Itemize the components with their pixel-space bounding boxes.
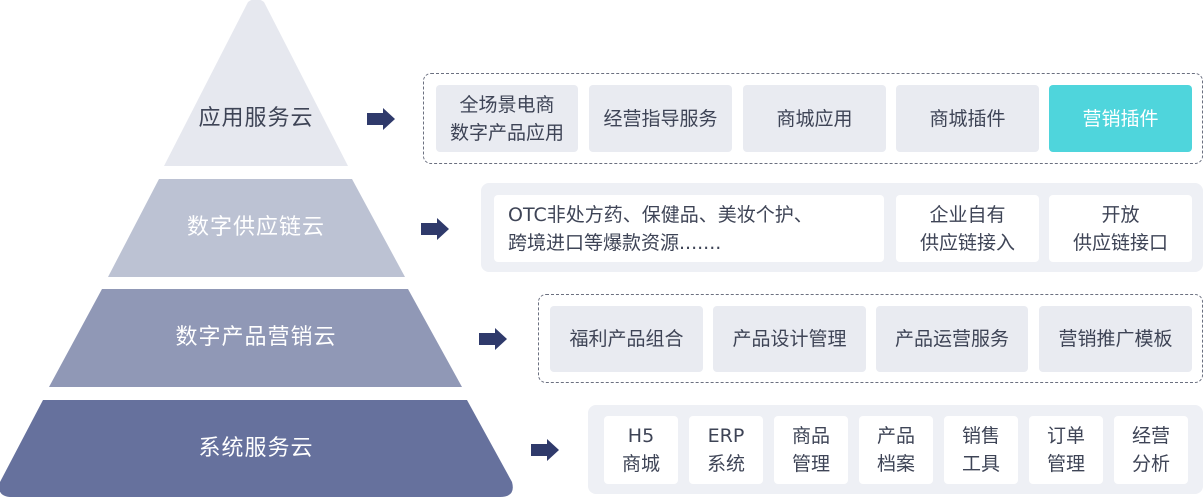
system-cloud-item: H5 商城 bbox=[604, 416, 678, 484]
marketing-cloud-item: 福利产品组合 bbox=[550, 306, 703, 372]
tier-label-marketing-cloud: 数字产品营销云 bbox=[175, 325, 337, 350]
app-cloud-item: 商城插件 bbox=[896, 85, 1039, 152]
marketing-cloud-item: 营销推广模板 bbox=[1039, 306, 1192, 372]
system-cloud-item: 销售 工具 bbox=[944, 416, 1018, 484]
pyramid-tier-3 bbox=[49, 289, 462, 387]
pyramid-tier-2 bbox=[108, 179, 405, 277]
supply-cloud-item: OTC非处方药、保健品、美妆个护、 跨境进口等爆款资源....... bbox=[494, 195, 884, 262]
app-cloud-item: 商城应用 bbox=[743, 85, 886, 152]
tier-label-app-cloud: 应用服务云 bbox=[198, 106, 314, 131]
pyramid-tier-1 bbox=[164, 0, 348, 166]
pyramid-diagram bbox=[0, 0, 513, 497]
arrow-right-icon bbox=[421, 218, 449, 240]
arrow-right-icon bbox=[367, 108, 395, 130]
tier-label-supply-cloud: 数字供应链云 bbox=[186, 215, 325, 240]
tier-label-system-cloud: 系统服务云 bbox=[198, 436, 314, 461]
system-cloud-item: ERP 系统 bbox=[689, 416, 763, 484]
marketing-cloud-item: 产品运营服务 bbox=[876, 306, 1028, 372]
arrow-right-icon bbox=[531, 439, 559, 461]
system-cloud-item: 商品 管理 bbox=[774, 416, 848, 484]
marketing-cloud-item: 产品设计管理 bbox=[713, 306, 866, 372]
pyramid-tier-4 bbox=[0, 400, 513, 497]
supply-cloud-item: 开放 供应链接口 bbox=[1049, 195, 1192, 262]
system-cloud-item: 产品 档案 bbox=[859, 416, 933, 484]
app-cloud-item: 经营指导服务 bbox=[589, 85, 732, 152]
system-cloud-item: 经营 分析 bbox=[1114, 416, 1188, 484]
system-cloud-item: 订单 管理 bbox=[1029, 416, 1103, 484]
app-cloud-item: 全场景电商 数字产品应用 bbox=[436, 85, 578, 152]
arrow-right-icon bbox=[479, 328, 507, 350]
supply-cloud-item: 企业自有 供应链接入 bbox=[896, 195, 1039, 262]
app-cloud-item-highlighted: 营销插件 bbox=[1049, 85, 1192, 152]
